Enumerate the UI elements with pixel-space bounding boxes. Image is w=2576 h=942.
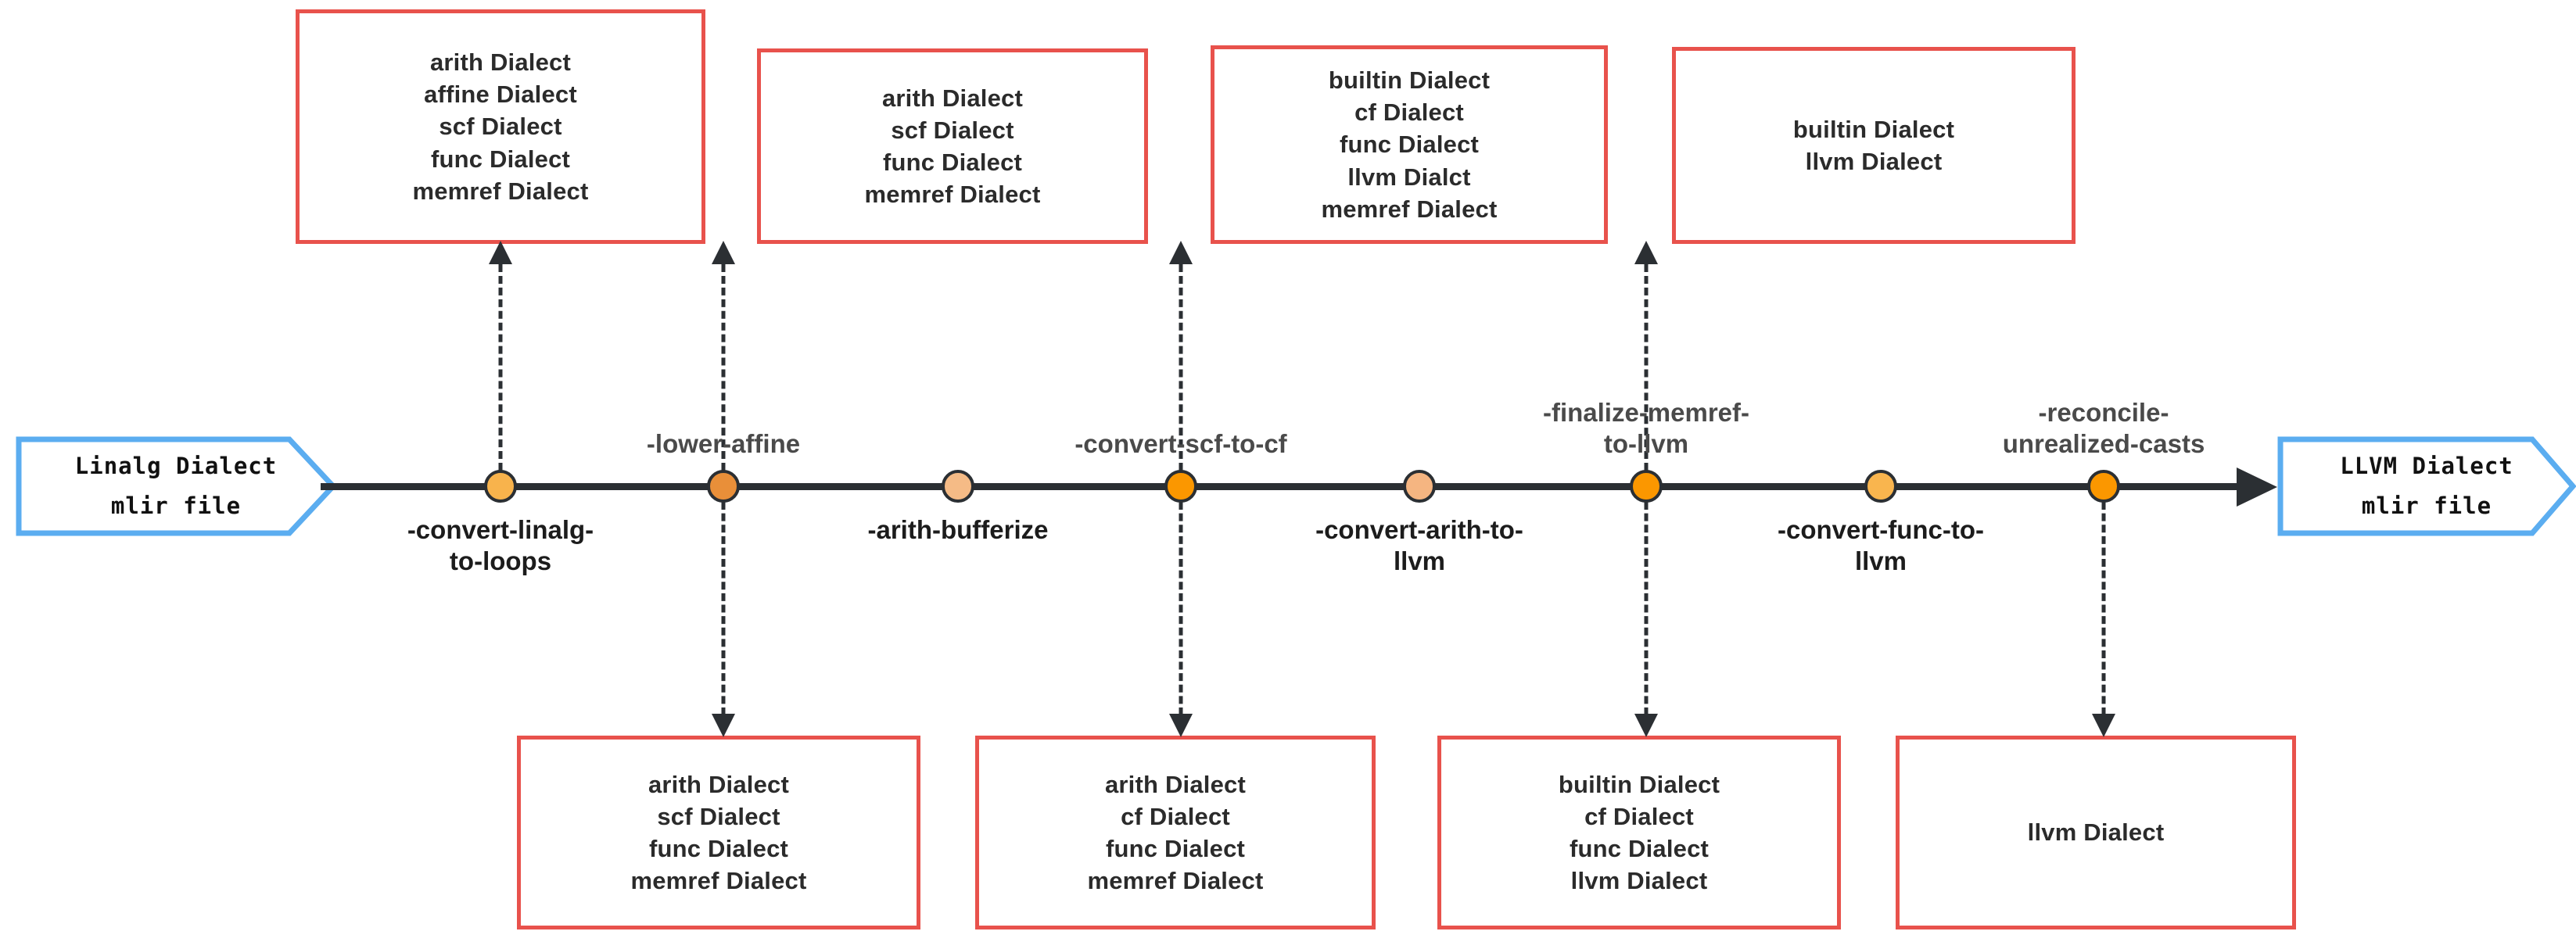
- dialect-name: func Dialect: [430, 145, 571, 173]
- connector-arrowhead-down: [1634, 714, 1658, 737]
- dialect-name: llvm Dialct: [1347, 163, 1471, 191]
- output-file-chip: LLVM Dialect mlir file: [2277, 436, 2576, 536]
- dialect-name: arith Dialect: [881, 84, 1024, 112]
- pipeline-axis-arrowhead: [2237, 467, 2277, 507]
- pass-label-finalize-memref-to-llvm: -finalize-memref- to-llvm: [1542, 398, 1750, 458]
- dialect-name: cf Dialect: [1121, 802, 1230, 830]
- dialect-name: memref Dialect: [1321, 195, 1498, 223]
- dialect-name: llvm Dialect: [1570, 867, 1708, 895]
- dialect-box: arith Dialect scf Dialect func Dialect memr…: [757, 48, 1148, 244]
- dialect-name: scf Dialect: [439, 113, 562, 141]
- dialect-name: arith Dialect: [429, 48, 572, 76]
- input-file-chip: Linalg Dialect mlir file: [16, 436, 336, 536]
- pass-node-lower-affine[interactable]: [707, 470, 740, 503]
- connector-arrowhead-down: [712, 714, 735, 737]
- dashed-connector: [2101, 502, 2106, 715]
- pass-label-convert-func-to-llvm: -convert-func-to- llvm: [1778, 515, 1984, 575]
- dashed-connector: [1179, 502, 1183, 715]
- connector-arrowhead-up: [1634, 241, 1658, 264]
- dashed-connector: [721, 264, 726, 471]
- dialect-name: scf Dialect: [657, 802, 780, 830]
- dialect-name: scf Dialect: [891, 116, 1014, 144]
- output-chip-line2: mlir file: [2361, 492, 2492, 519]
- dialect-name: llvm Dialect: [1805, 148, 1943, 175]
- dialect-box: builtin Dialect cf Dialect func Dialect llv…: [1437, 736, 1841, 929]
- pipeline-axis: [321, 483, 2244, 490]
- dialect-name: func Dialect: [1569, 835, 1710, 862]
- pass-node-reconcile-unrealized-casts[interactable]: [2087, 470, 2120, 503]
- dashed-connector: [1179, 264, 1183, 471]
- chevron-shape-left: [16, 436, 336, 536]
- output-chip-line1: LLVM Dialect: [2340, 453, 2513, 480]
- dialect-box: arith Dialect affine Dialect scf Dialect fu…: [296, 9, 705, 244]
- dialect-box: arith Dialect cf Dialect func Dialect memre…: [975, 736, 1376, 929]
- chevron-shape-right: [2277, 436, 2576, 536]
- dialect-name: memref Dialect: [630, 867, 807, 895]
- dialect-name: affine Dialect: [424, 81, 577, 109]
- dashed-connector: [498, 264, 503, 471]
- pass-node-convert-scf-to-cf[interactable]: [1164, 470, 1197, 503]
- connector-arrowhead-down: [1169, 714, 1193, 737]
- dialect-name: memref Dialect: [864, 181, 1041, 209]
- dialect-box: builtin Dialect cf Dialect func Dialect llv…: [1211, 45, 1608, 244]
- input-chip-line2: mlir file: [110, 492, 242, 519]
- dialect-name: cf Dialect: [1584, 802, 1694, 830]
- pass-node-arith-bufferize[interactable]: [942, 470, 974, 503]
- dialect-name: llvm Dialect: [2027, 818, 2165, 847]
- connector-arrowhead-up: [1169, 241, 1193, 264]
- pass-node-convert-linalg-to-loops[interactable]: [484, 470, 517, 503]
- pass-label-arith-bufferize: -arith-bufferize: [867, 515, 1049, 544]
- dialect-name: cf Dialect: [1354, 98, 1464, 127]
- connector-arrowhead-down: [2092, 714, 2115, 737]
- dialect-name: arith Dialect: [1104, 770, 1247, 798]
- dialect-box: arith Dialect scf Dialect func Dialect memr…: [517, 736, 920, 929]
- dialect-box: builtin Dialect llvm Dialect: [1672, 47, 2076, 244]
- dialect-box: llvm Dialect: [1896, 736, 2296, 929]
- dialect-name: builtin Dialect: [1328, 66, 1491, 94]
- input-chip-line1: Linalg Dialect: [74, 453, 278, 480]
- dialect-name: memref Dialect: [1087, 867, 1264, 895]
- dashed-connector: [721, 502, 726, 715]
- pass-label-convert-arith-to-llvm: -convert-arith-to- llvm: [1315, 515, 1523, 575]
- dialect-name: func Dialect: [882, 149, 1023, 176]
- pass-label-reconcile-unrealized-casts: -reconcile- unrealized-casts: [2002, 398, 2205, 458]
- dialect-name: builtin Dialect: [1792, 115, 1955, 143]
- dashed-connector: [1644, 502, 1649, 715]
- pass-node-convert-arith-to-llvm[interactable]: [1403, 470, 1436, 503]
- dialect-name: func Dialect: [1339, 131, 1480, 159]
- pass-node-convert-func-to-llvm[interactable]: [1864, 470, 1897, 503]
- dialect-name: arith Dialect: [648, 770, 790, 798]
- dialect-name: func Dialect: [1105, 835, 1246, 862]
- dialect-name: func Dialect: [648, 835, 789, 862]
- connector-arrowhead-up: [712, 241, 735, 264]
- pass-label-convert-linalg-to-loops: -convert-linalg- to-loops: [407, 515, 594, 575]
- connector-arrowhead-up: [489, 241, 512, 264]
- pass-label-lower-affine: -lower-affine: [646, 429, 801, 458]
- pass-label-convert-scf-to-cf: -convert-scf-to-cf: [1075, 429, 1287, 458]
- dialect-name: memref Dialect: [412, 177, 589, 205]
- dialect-name: builtin Dialect: [1558, 770, 1720, 798]
- dashed-connector: [1644, 264, 1649, 471]
- pass-node-finalize-memref-to-llvm[interactable]: [1630, 470, 1663, 503]
